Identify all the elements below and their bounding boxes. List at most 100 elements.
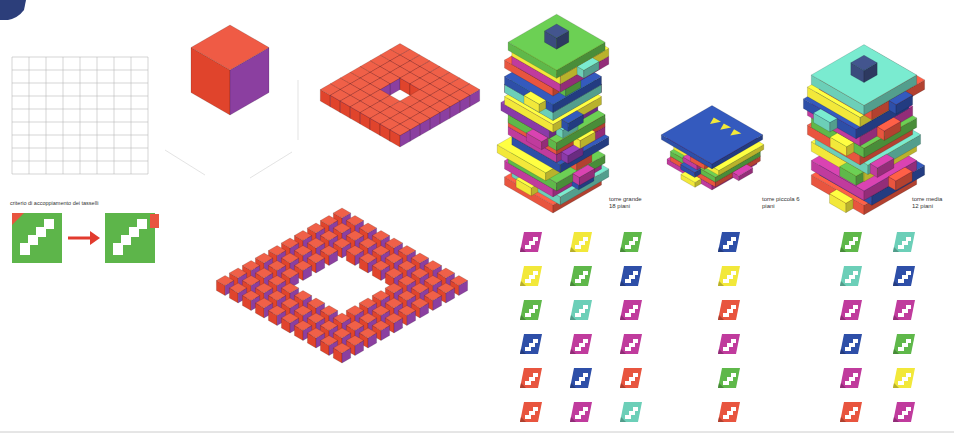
piece-icon [840, 402, 862, 422]
small-cube-face [281, 313, 298, 323]
small-cube-face [346, 336, 363, 346]
tower-label: torre grande 18 piani [609, 196, 649, 210]
piece-tab [718, 247, 724, 252]
piece-icon [620, 368, 642, 388]
small-cube-face [346, 216, 363, 226]
piece-tab [520, 315, 526, 320]
piece-stairs [845, 237, 858, 249]
piece-stairs [575, 305, 588, 317]
piece-tab [840, 349, 846, 354]
grid-line [12, 161, 148, 162]
tower-pillar-face [545, 24, 569, 38]
piece-body [718, 232, 740, 252]
piece-stairs [898, 407, 911, 419]
piece-icon [840, 368, 862, 388]
small-cube-face [437, 283, 454, 293]
piece-stairs [723, 305, 736, 317]
piece-icon [520, 334, 542, 354]
small-cube-face [320, 246, 337, 256]
piece-stairs [525, 271, 538, 283]
piece-stairs [898, 373, 911, 385]
small-cube-face [372, 321, 389, 331]
piece-body [520, 402, 542, 422]
piece-tab [570, 349, 576, 354]
piece-tab [520, 417, 526, 422]
piece-tab [718, 383, 724, 388]
small-cube-face [281, 268, 298, 278]
small-cube-face [385, 253, 402, 263]
small-cube-face [333, 223, 350, 233]
bottom-rule [0, 432, 954, 433]
piece-tab [620, 281, 626, 286]
piece-tab [620, 315, 626, 320]
small-cube-face [411, 268, 428, 278]
tile-stairs [20, 219, 54, 255]
piece-icon [520, 232, 542, 252]
small-cube-face [437, 268, 454, 278]
piece-body [718, 266, 740, 286]
small-cube-face [346, 321, 363, 331]
small-cube-face [346, 231, 363, 241]
small-cube-face [268, 246, 285, 256]
piece-body [718, 402, 740, 422]
piece-stairs [845, 339, 858, 351]
piece-stairs [898, 339, 911, 351]
piece-stairs [845, 373, 858, 385]
piece-icon [718, 266, 740, 286]
grid-line [12, 135, 148, 136]
tower [661, 106, 764, 191]
tower-slab-face [811, 45, 916, 106]
piece-icon [520, 300, 542, 320]
piece-stairs [723, 339, 736, 351]
tile-tab [150, 214, 159, 228]
small-cube-face [320, 231, 337, 241]
piece-body [718, 300, 740, 320]
small-cube-face [359, 253, 376, 263]
piece-icon [570, 300, 592, 320]
piece-tab [718, 315, 724, 320]
piece-body [570, 402, 592, 422]
piece-stairs [723, 407, 736, 419]
grid-line [63, 57, 64, 174]
piece-tab [718, 281, 724, 286]
piece-body [620, 334, 642, 354]
piece-stairs [898, 271, 911, 283]
arrow-shaft [68, 237, 92, 240]
grid-line [12, 57, 13, 174]
piece-tab [718, 349, 724, 354]
piece-tab [570, 315, 576, 320]
piece-body [570, 232, 592, 252]
grid-line [12, 83, 148, 84]
piece-icon [893, 300, 915, 320]
tower-slab-face [661, 106, 762, 165]
piece-stairs [723, 237, 736, 249]
piece-body [718, 334, 740, 354]
piece-body [840, 402, 862, 422]
piece-tab [620, 383, 626, 388]
piece-tab [570, 383, 576, 388]
small-cube-face [229, 268, 246, 278]
tower [803, 45, 924, 215]
grid-line [131, 57, 132, 174]
tower-pillar-face [851, 55, 877, 70]
small-cube-face [242, 291, 259, 301]
piece-icon [620, 402, 642, 422]
small-cube-face [307, 223, 324, 233]
grid-line [12, 57, 148, 58]
piece-tab [893, 281, 899, 286]
piece-stairs [845, 271, 858, 283]
small-cube-face [294, 306, 311, 316]
piece-body [620, 266, 642, 286]
piece-icon [893, 368, 915, 388]
piece-tab [570, 247, 576, 252]
small-cube-face [255, 253, 272, 263]
small-cube-face [385, 313, 402, 323]
piece-stairs [525, 373, 538, 385]
piece-body [840, 334, 862, 354]
piece-body [893, 334, 915, 354]
piece-body [893, 266, 915, 286]
small-cube-face [281, 283, 298, 293]
piece-body [893, 300, 915, 320]
small-cube-face [294, 246, 311, 256]
